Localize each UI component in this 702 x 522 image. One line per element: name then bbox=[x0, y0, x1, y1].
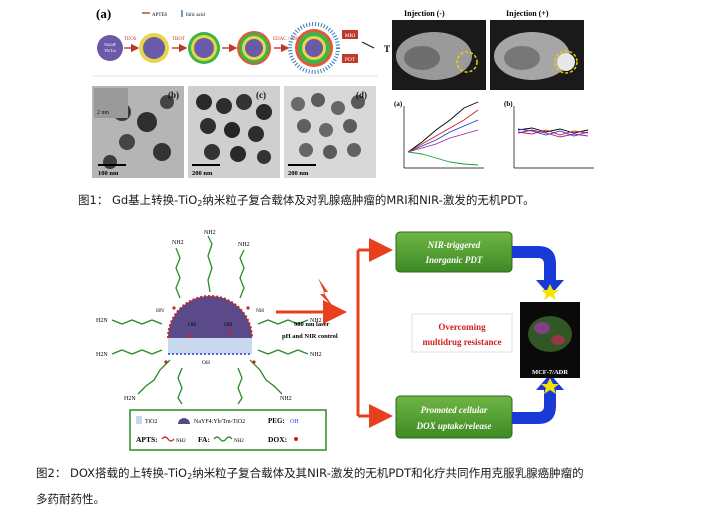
legend-box: TiO2 NaYF4:Yb/Tm-TiO2 PEG: OH APTS: NH2 … bbox=[129, 409, 327, 451]
box-mid-line2: multidrug resistance bbox=[422, 337, 501, 347]
injection-minus-label: Injection (-) bbox=[404, 9, 445, 18]
nh2-label-4: NH2 bbox=[310, 318, 322, 324]
particle-folate bbox=[288, 22, 340, 74]
mri-label: MRI bbox=[345, 33, 356, 39]
box-nir-pdt: NIR-triggered Inorganic PDT bbox=[395, 231, 513, 273]
tem-image-b: 2 nm (b) 100 nm bbox=[92, 86, 184, 178]
box-dox-line1: Promoted cellular bbox=[421, 405, 488, 415]
mri-badge bbox=[342, 30, 358, 39]
h2n-label-1: H2N bbox=[96, 318, 108, 324]
star-icon-top bbox=[541, 284, 559, 300]
pdt-label: PDT bbox=[345, 57, 356, 63]
svg-text:NaGdF: NaGdF bbox=[104, 42, 117, 47]
scale-200nm-d: 200 nm bbox=[288, 170, 309, 177]
control-label: pH and NIR control bbox=[282, 333, 338, 340]
tem-image-d: (d) 200 nm bbox=[284, 86, 376, 178]
particle-core: NaGdF Yb/Tm bbox=[97, 35, 123, 61]
figure-2: NH2 NH2 NH2 H2N NH2 H2N NH2 H2N NH2 OH O… bbox=[90, 228, 620, 454]
laser-bolt-icon bbox=[318, 278, 334, 308]
figure-1-caption: 图1： Gd基上转换-TiO2纳米粒子复合载体及对乳腺癌肿瘤的MRI和NIR-激… bbox=[78, 192, 678, 212]
nh2-label-5: NH2 bbox=[310, 352, 322, 358]
particle-silica bbox=[139, 33, 169, 63]
oh-label-2: OH bbox=[224, 322, 232, 328]
particle-amine bbox=[237, 31, 271, 65]
h2n-label-3: H2N bbox=[124, 396, 136, 402]
tem-label-b: (b) bbox=[168, 90, 179, 100]
caption-2-sub: 2 bbox=[187, 472, 193, 481]
blue-arrow-top bbox=[512, 246, 564, 296]
scale-100nm: 100 nm bbox=[98, 170, 119, 177]
step-edac: EDAC / NHS bbox=[273, 37, 301, 42]
tem-label-d: (d) bbox=[356, 90, 367, 100]
legend-fa-nh2: NH2 bbox=[234, 439, 244, 444]
chart-b-label: (b) bbox=[504, 100, 513, 108]
box-dox-line2: DOX uptake/release bbox=[416, 421, 492, 431]
nh2-label-1: NH2 bbox=[172, 240, 184, 246]
star-icon-bottom bbox=[541, 378, 559, 394]
injection-plus-label: Injection (+) bbox=[506, 9, 549, 18]
mri-image-after bbox=[490, 20, 584, 90]
legend-aptes: APTES bbox=[152, 13, 168, 18]
legend-aptes: APTS: bbox=[136, 435, 158, 444]
step-tbot: TBOT bbox=[172, 37, 185, 42]
caption-2-prefix: 图2： DOX搭载的上转换-TiO bbox=[36, 466, 188, 480]
figure-1-graphic: (a) APTES folic acid NaGdF Yb/Tm TEOS TB… bbox=[92, 2, 598, 178]
hn-label: HN bbox=[156, 308, 164, 314]
scale-2nm: 2 nm bbox=[97, 110, 110, 116]
svg-text:Yb/Tm: Yb/Tm bbox=[104, 48, 116, 53]
cell-label: MCF-7/ADR bbox=[532, 369, 568, 376]
laser-label: 980 nm laser bbox=[294, 321, 330, 328]
t1-label: T bbox=[384, 44, 390, 54]
box-dox-uptake: Promoted cellular DOX uptake/release bbox=[395, 395, 513, 439]
nh2-label-6: NH2 bbox=[280, 396, 292, 402]
legend-aptes-nh2: NH2 bbox=[176, 439, 186, 444]
figure-1: (a) APTES folic acid NaGdF Yb/Tm TEOS TB… bbox=[92, 2, 612, 184]
chart-a-label: (a) bbox=[394, 100, 403, 108]
pdt-badge bbox=[342, 54, 358, 63]
schematic-panel bbox=[92, 2, 378, 84]
legend-peg-oh: OH bbox=[290, 419, 299, 425]
caption-2-line1: 图2： DOX搭载的上转换-TiO2纳米粒子复合载体及其NIR-激发的无机PDT… bbox=[36, 462, 696, 488]
nh2-label-2: NH2 bbox=[204, 230, 216, 236]
legend-fa: FA: bbox=[198, 435, 210, 444]
tem-image-c: (c) 200 nm bbox=[188, 86, 280, 178]
nh-label: NH bbox=[256, 308, 264, 314]
legend-tio2: TiO2 bbox=[145, 419, 157, 425]
panel-a-label: (a) bbox=[96, 6, 111, 21]
blue-arrow-bottom bbox=[512, 374, 564, 424]
oh-label-1: OH bbox=[188, 322, 196, 328]
legend-peg: PEG: bbox=[268, 417, 285, 425]
oh-label-3: OH bbox=[202, 360, 210, 366]
particle-tio2 bbox=[188, 32, 220, 64]
box-nir-line1: NIR-triggered bbox=[427, 240, 481, 250]
box-overcoming: Overcoming multidrug resistance bbox=[411, 313, 513, 353]
h2n-label-2: H2N bbox=[96, 352, 108, 358]
legend-core: NaYF4:Yb/Tm-TiO2 bbox=[194, 419, 245, 425]
tem-label-c: (c) bbox=[256, 90, 266, 100]
caption-1-sub: 2 bbox=[197, 199, 203, 208]
caption-2-suffix: 纳米粒子复合载体及其NIR-激发的无机PDT和化疗共同作用克服乳腺癌肿瘤的 bbox=[192, 466, 584, 480]
chart-tumor-volume: (a) bbox=[392, 98, 488, 178]
nanoparticle-schematic: NH2 NH2 NH2 H2N NH2 H2N NH2 H2N NH2 OH O… bbox=[96, 230, 322, 405]
caption-1-prefix: 图1： Gd基上转换-TiO bbox=[78, 193, 198, 207]
caption-1-suffix: 纳米粒子复合载体及对乳腺癌肿瘤的MRI和NIR-激发的无机PDT。 bbox=[202, 193, 535, 207]
figure-2-graphic: NH2 NH2 NH2 H2N NH2 H2N NH2 H2N NH2 OH O… bbox=[96, 230, 580, 451]
legend-dox: DOX: bbox=[268, 435, 287, 444]
branch-arrows bbox=[356, 238, 393, 428]
scale-200nm-c: 200 nm bbox=[192, 170, 213, 177]
mri-image-before bbox=[392, 20, 486, 90]
box-mid-line1: Overcoming bbox=[438, 322, 486, 332]
cell-image: MCF-7/ADR bbox=[520, 302, 580, 378]
box-nir-line2: Inorganic PDT bbox=[425, 255, 483, 265]
step-teos: TEOS bbox=[124, 37, 137, 42]
legend-folic: folic acid bbox=[186, 13, 205, 18]
figure-2-caption: 图2： DOX搭载的上转换-TiO2纳米粒子复合载体及其NIR-激发的无机PDT… bbox=[36, 462, 696, 510]
chart-body-weight: (b) bbox=[502, 98, 598, 178]
caption-2-line2: 多药耐药性。 bbox=[36, 492, 105, 506]
nh2-label-3: NH2 bbox=[238, 242, 250, 248]
